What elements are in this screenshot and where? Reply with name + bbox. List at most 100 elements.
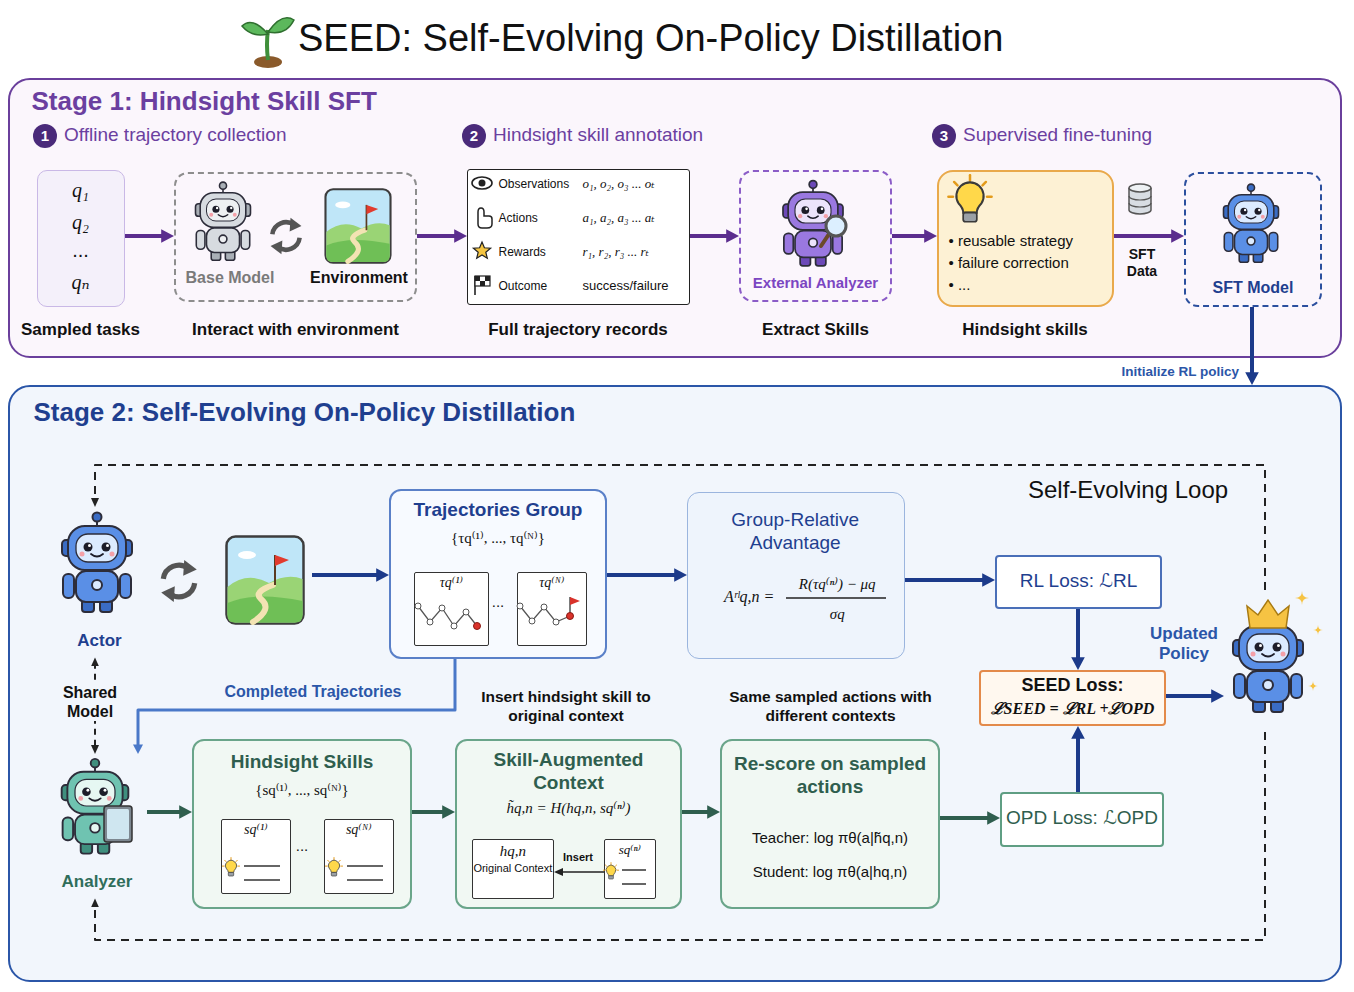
- node-text: Base Model: [176, 268, 284, 287]
- text-slot: Analyzer: [47, 872, 147, 892]
- node-text: Hindsight Skills: [192, 751, 412, 774]
- text-slot: Rewards: [499, 245, 583, 259]
- text-slot: success/failure: [583, 278, 687, 294]
- text-slot: τq⁽ᴺ⁾: [517, 575, 587, 592]
- arrow-connector: [1250, 307, 1254, 377]
- node-text: o₁, o₂, o₃ ... oₜ: [583, 176, 687, 192]
- crown-sparkles: [1247, 591, 1323, 691]
- arrow-connector: [312, 573, 381, 577]
- node-text: r₁, r₂, r₃ ... rₜ: [583, 244, 687, 260]
- arrow-connector: [138, 659, 455, 748]
- text-slot: Observations: [499, 177, 583, 191]
- node-text: • ...: [949, 276, 1111, 294]
- step-heading: Supervised fine-tuning: [963, 124, 1263, 147]
- arrow-connector: [412, 810, 447, 814]
- text-slot: h̃q,n = H(hq,n, sq⁽ⁿ⁾): [455, 799, 682, 817]
- node-text: SEED Loss:: [979, 675, 1166, 697]
- node-text: ...: [487, 593, 509, 611]
- node-text: Re-score on sampled actions: [725, 753, 935, 799]
- text-slot: q₁: [37, 178, 125, 202]
- database-icon: [1129, 184, 1151, 214]
- node-text: Analyzer: [47, 872, 147, 892]
- arrow-connector: [682, 810, 712, 814]
- text-slot: Interact with environment: [152, 320, 439, 340]
- text-slot: SFT Model: [1184, 278, 1322, 297]
- edge-label: Completed Trajectories: [222, 682, 405, 701]
- node-text: sq⁽ᴺ⁾: [324, 822, 394, 839]
- text-slot: Hindsight Skills: [192, 751, 412, 774]
- label-slot: 2: [462, 124, 486, 148]
- text-slot: External Analyzer: [739, 274, 892, 292]
- text-slot: Group-Relative Advantage: [696, 509, 894, 555]
- text-slot: ...: [289, 837, 315, 855]
- arrow-connector: [1114, 234, 1176, 238]
- fraction-bar: [786, 597, 886, 598]
- node-text: Sampled tasks: [0, 320, 166, 340]
- node-text: SFT Model: [1184, 278, 1322, 297]
- hindsight-skills-box: Hindsight Skills {sq⁽¹⁾, ..., sq⁽ᴺ⁾}... sq…: [192, 739, 412, 909]
- cycle-icon: [161, 560, 197, 602]
- title-slot: SEED: Self-Evolving On-Policy Distillati…: [298, 16, 1298, 62]
- node-text: OPD Loss: ℒOPD: [1000, 807, 1164, 830]
- node-text: • reusable strategy: [949, 232, 1111, 250]
- text-slot: ℒSEED = ℒRL +ℒOPD: [979, 699, 1166, 718]
- magnifier-icon: [821, 216, 846, 246]
- augmented-context-box: Skill-Augmented Context h̃q,n = H(hq,n, s…: [455, 739, 682, 909]
- text-slot: q₂: [37, 210, 125, 234]
- node-text: ℒSEED = ℒRL +ℒOPD: [979, 699, 1166, 718]
- annotation: Same sampled actions with different cont…: [728, 688, 933, 725]
- text-slot: ...: [487, 593, 509, 611]
- label-slot: Same sampled actions with different cont…: [728, 688, 933, 725]
- robot-icon: [62, 513, 132, 613]
- label-slot: Initialize RL policy: [1080, 362, 1242, 380]
- edge-label: Insert: [560, 851, 596, 864]
- text-slot: • reusable strategy: [949, 232, 1111, 250]
- dashed-connector: [95, 465, 1265, 590]
- robot-icon: [1224, 184, 1279, 262]
- node-text: Actions: [499, 211, 583, 225]
- node-text: {sq⁽¹⁾, ..., sq⁽ᴺ⁾}: [192, 781, 412, 799]
- text-slot: Student: log πθ(a|hq,n): [724, 863, 936, 881]
- node-text: τq⁽¹⁾: [414, 575, 489, 592]
- node-text: τq⁽ᴺ⁾: [517, 575, 587, 592]
- text-slot: σq: [776, 605, 898, 623]
- arrow-connector: [1166, 694, 1216, 698]
- text-slot: Updated Policy: [1142, 624, 1226, 665]
- task-list-box: q₁q₂...qₙSampled tasks: [37, 170, 125, 307]
- node-text: h̃q,n = H(hq,n, sq⁽ⁿ⁾): [455, 799, 682, 817]
- node-text: Skill-Augmented Context: [463, 749, 674, 795]
- text-slot: Actor: [52, 631, 147, 651]
- node-text: q₂: [37, 210, 125, 234]
- context-card: hq,nOriginal Context: [472, 839, 554, 899]
- node-text: Group-Relative Advantage: [696, 509, 894, 555]
- environment-icon: [227, 537, 304, 624]
- text-slot: Base Model: [176, 268, 284, 287]
- dashed-connector: [95, 732, 1265, 940]
- cycle-icon: [271, 218, 302, 254]
- label-slot: 3: [932, 124, 956, 148]
- trajectory-sketch: [415, 597, 580, 630]
- loop-title: Self-Evolving Loop: [1028, 476, 1256, 505]
- text-slot: {τq⁽¹⁾, ..., τq⁽ᴺ⁾}: [389, 529, 607, 547]
- node-text: Student: log πθ(a|hq,n): [724, 863, 936, 881]
- text-slot: Stage 2: Self-Evolving On-Policy Distill…: [34, 397, 794, 428]
- rescore-box: Re-score on sampled actionsTeacher: log …: [720, 739, 940, 909]
- label-slot: Insert hindsight skill to original conte…: [466, 688, 666, 725]
- label-slot: Self-Evolving Loop: [1028, 476, 1256, 505]
- node-text: hq,n: [472, 842, 554, 860]
- label-slot: 1: [33, 124, 57, 148]
- node-text: Updated Policy: [1142, 624, 1226, 665]
- arrow-connector: [940, 816, 992, 820]
- text-slot: Trajectories Group: [389, 499, 607, 522]
- label-slot: Supervised fine-tuning: [963, 124, 1263, 147]
- node-text: Extract Skills: [729, 320, 902, 340]
- step-number: 3: [932, 124, 956, 148]
- node-text: Full trajectory records: [435, 320, 722, 340]
- step-number: 1: [33, 124, 57, 148]
- node-text: Rewards: [499, 245, 583, 259]
- node-text: External Analyzer: [739, 274, 892, 292]
- node-text: success/failure: [583, 278, 687, 294]
- text-slot: • failure correction: [949, 254, 1111, 272]
- text-slot: Full trajectory records: [435, 320, 722, 340]
